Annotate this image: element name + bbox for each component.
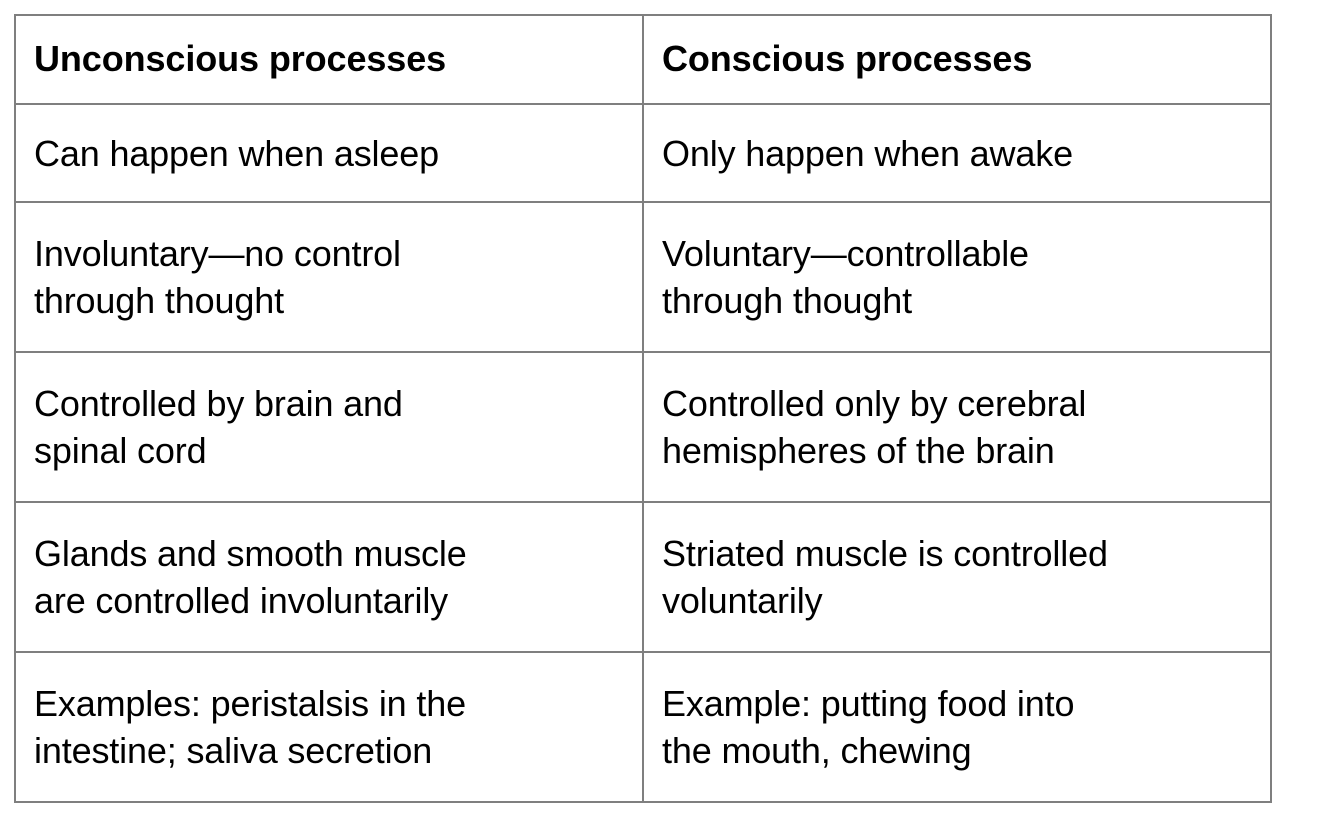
table-body: Can happen when asleep Only happen when … <box>14 102 1272 803</box>
table-cell-unconscious: Glands and smooth muscle are controlled … <box>14 501 644 654</box>
cell-line: voluntarily <box>662 580 823 622</box>
table-row: Controlled by brain and spinal cord Cont… <box>14 351 1272 504</box>
cell-line: intestine; saliva secretion <box>34 730 433 772</box>
cell-text: Examples: peristalsis in the intestine; … <box>34 680 626 774</box>
table-row: Involuntary—no control through thought V… <box>14 201 1272 354</box>
cell-line: Voluntary—controllable <box>662 233 1029 275</box>
table-cell-unconscious: Controlled by brain and spinal cord <box>14 351 644 504</box>
table-cell-conscious: Voluntary—controllable through thought <box>642 201 1272 354</box>
cell-text: Example: putting food into the mouth, ch… <box>662 680 1254 774</box>
cell-line: through thought <box>34 280 284 322</box>
table-header: Unconscious processes Conscious processe… <box>14 14 1272 105</box>
cell-text: Involuntary—no control through thought <box>34 230 626 324</box>
cell-line: are controlled involuntarily <box>34 580 449 622</box>
table-header-row: Unconscious processes Conscious processe… <box>14 14 1272 105</box>
cell-line: spinal cord <box>34 430 207 472</box>
table-cell-unconscious: Involuntary—no control through thought <box>14 201 644 354</box>
cell-line: Examples: peristalsis in the <box>34 683 466 725</box>
column-header-unconscious-processes: Unconscious processes <box>14 14 644 105</box>
table-row: Glands and smooth muscle are controlled … <box>14 501 1272 654</box>
cell-line: hemispheres of the brain <box>662 430 1055 472</box>
comparison-table-container: Unconscious processes Conscious processe… <box>14 14 1272 803</box>
cell-text: Striated muscle is controlled voluntaril… <box>662 530 1254 624</box>
table-cell-conscious: Example: putting food into the mouth, ch… <box>642 651 1272 803</box>
cell-text: Glands and smooth muscle are controlled … <box>34 530 626 624</box>
cell-line: Can happen when asleep <box>34 132 440 174</box>
cell-line: Striated muscle is controlled <box>662 533 1108 575</box>
table-cell-conscious: Controlled only by cerebral hemispheres … <box>642 351 1272 504</box>
table-row: Examples: peristalsis in the intestine; … <box>14 651 1272 803</box>
table-cell-conscious: Striated muscle is controlled voluntaril… <box>642 501 1272 654</box>
table-row: Can happen when asleep Only happen when … <box>14 102 1272 204</box>
table-cell-unconscious: Examples: peristalsis in the intestine; … <box>14 651 644 803</box>
cell-line: Controlled by brain and <box>34 383 403 425</box>
cell-line: Controlled only by cerebral <box>662 383 1087 425</box>
cell-text: Voluntary—controllable through thought <box>662 230 1254 324</box>
cell-line: Involuntary—no control <box>34 233 401 275</box>
unconscious-vs-conscious-processes-table: Unconscious processes Conscious processe… <box>14 14 1272 803</box>
cell-line: through thought <box>662 280 912 322</box>
cell-text: Controlled only by cerebral hemispheres … <box>662 380 1254 474</box>
table-cell-unconscious: Can happen when asleep <box>14 102 644 204</box>
cell-line: Only happen when awake <box>662 132 1073 174</box>
cell-line: the mouth, chewing <box>662 730 972 772</box>
cell-line: Example: putting food into <box>662 683 1075 725</box>
column-header-conscious-processes: Conscious processes <box>642 14 1272 105</box>
cell-text: Only happen when awake <box>662 130 1254 177</box>
cell-line: Glands and smooth muscle <box>34 533 467 575</box>
cell-text: Controlled by brain and spinal cord <box>34 380 626 474</box>
table-cell-conscious: Only happen when awake <box>642 102 1272 204</box>
cell-text: Can happen when asleep <box>34 130 626 177</box>
